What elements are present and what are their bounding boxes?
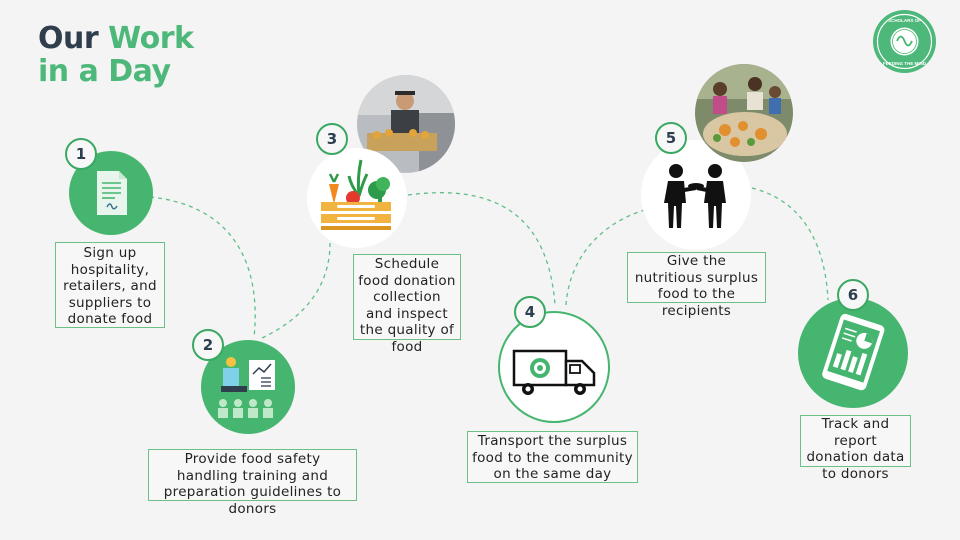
connector-1-2 xyxy=(149,196,256,339)
step-1-label: Sign up hospitality, retailers, and supp… xyxy=(55,242,165,328)
step-2-number: 2 xyxy=(192,329,224,361)
step-6-number: 6 xyxy=(837,279,869,311)
tablet-report-icon xyxy=(822,313,885,391)
page-title: Our Work in a Day xyxy=(38,22,194,88)
svg-text:FEEDING THE MIND: FEEDING THE MIND xyxy=(883,61,927,66)
step-5-photo xyxy=(695,64,793,162)
document-signing-icon xyxy=(97,171,127,215)
step-4-circle xyxy=(498,311,610,423)
step-5-label: Give the nutritious surplus food to the … xyxy=(627,252,766,319)
step-6-circle xyxy=(798,298,908,408)
vegetable-crate-icon xyxy=(321,159,391,230)
people-handing-food-icon xyxy=(664,164,726,228)
connector-2-3 xyxy=(261,242,331,339)
logo-emblem-icon: SCHOLARS OF FEEDING THE MIND xyxy=(876,13,933,70)
step-3-circle xyxy=(307,148,407,248)
community-food-sharing-photo xyxy=(695,64,793,162)
title-word-work: Work xyxy=(108,21,194,56)
step-1-number: 1 xyxy=(65,138,97,170)
connector-3-4 xyxy=(407,192,556,306)
step-6-label: Track and report donation data to donors xyxy=(800,415,911,482)
sos-logo: SCHOLARS OF FEEDING THE MIND xyxy=(873,10,936,73)
delivery-truck-icon xyxy=(512,349,596,395)
step-2-label: Provide food safety handling training an… xyxy=(148,449,357,517)
svg-text:SCHOLARS OF: SCHOLARS OF xyxy=(888,18,921,23)
title-line-2: in a Day xyxy=(38,54,171,89)
title-word-our: Our xyxy=(38,21,99,56)
step-5-number: 5 xyxy=(655,122,687,154)
presentation-training-icon xyxy=(218,357,275,418)
step-3-number: 3 xyxy=(316,123,348,155)
step-3-label: Schedule food donation collection and in… xyxy=(353,254,461,355)
connector-5-6 xyxy=(751,187,829,301)
connector-4-5 xyxy=(565,209,646,306)
step-1-circle xyxy=(69,151,153,235)
step-4-label: Transport the surplus food to the commun… xyxy=(467,431,638,483)
step-4-number: 4 xyxy=(514,296,546,328)
